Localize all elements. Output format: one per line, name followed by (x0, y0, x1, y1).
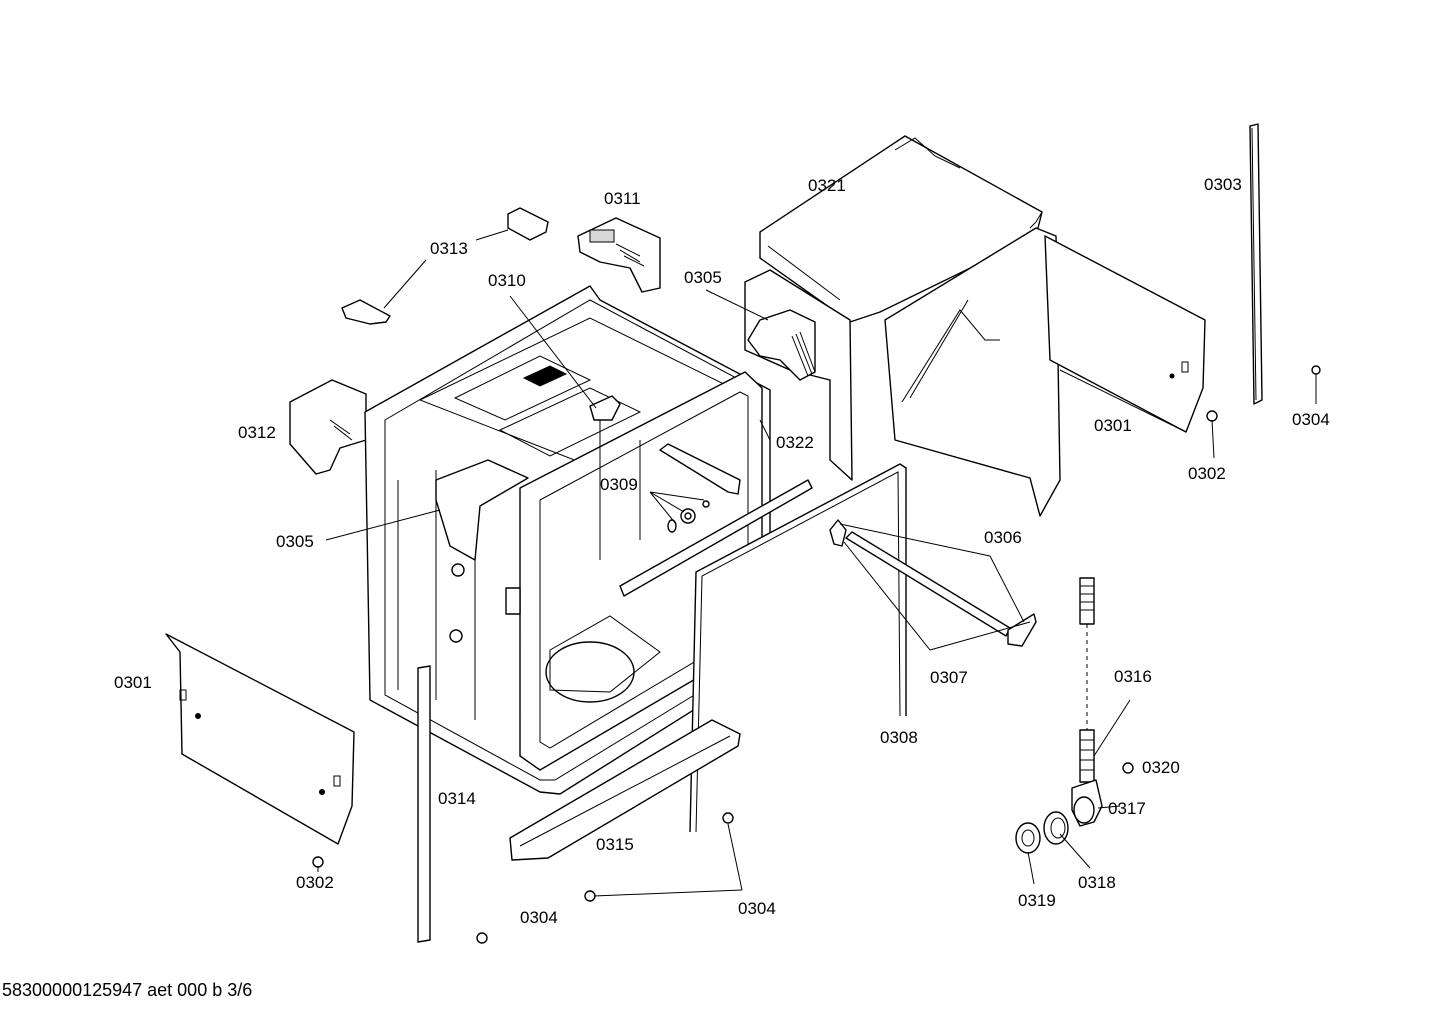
part-0316-hose (1071, 577, 1103, 827)
part-0301-left-panel (165, 633, 355, 845)
callout-0321: 0321 (808, 176, 846, 195)
part-0314-vertical-seal (417, 665, 431, 943)
callout-0301-left: 0301 (114, 673, 152, 692)
screw-0304-right (1311, 365, 1321, 375)
callout-0313: 0313 (430, 239, 468, 258)
callout-0317: 0317 (1108, 799, 1146, 818)
part-0308-tubular-seal (689, 463, 907, 833)
callout-0305-top: 0305 (684, 268, 722, 287)
callout-0304-bottom-right: 0304 (738, 899, 776, 918)
screw-0302-right (1206, 410, 1218, 422)
callout-0307: 0307 (930, 668, 968, 687)
screw-0320 (1122, 762, 1134, 774)
callout-0304-right: 0304 (1292, 410, 1330, 429)
leader-lines (317, 229, 1317, 897)
part-0309-hinge (659, 443, 741, 533)
part-0305-upper-bracket (744, 269, 853, 481)
callout-0316: 0316 (1114, 667, 1152, 686)
screw-0304-bottom-b (584, 890, 596, 902)
callout-0320: 0320 (1142, 758, 1180, 777)
callout-0309: 0309 (600, 475, 638, 494)
part-0319-cap (1015, 822, 1041, 854)
screw-0304-bottom-c (476, 932, 488, 944)
callout-labels: 0301 0301 0302 0302 0303 0304 0304 0304 … (114, 175, 1330, 927)
callout-0303: 0303 (1204, 175, 1242, 194)
part-0312-side-connector (289, 379, 367, 475)
callout-0305-left: 0305 (276, 532, 314, 551)
part-0301-right-side-panel (884, 227, 1206, 517)
document-code: 58300000125947 aet 000 b 3/6 (2, 980, 253, 1000)
part-0315-bottom-rail (509, 719, 741, 861)
part-0303-seal-strip (1249, 123, 1263, 405)
callout-0310: 0310 (488, 271, 526, 290)
part-0313-brackets (341, 207, 549, 325)
callout-0304-bottom-left: 0304 (520, 908, 558, 927)
callout-0312: 0312 (238, 423, 276, 442)
part-0322-seal-bar (619, 479, 813, 597)
screw-0302-left (312, 856, 324, 868)
callout-0319: 0319 (1018, 891, 1056, 910)
callout-0302-right: 0302 (1188, 464, 1226, 483)
callout-0306: 0306 (984, 528, 1022, 547)
callout-0302-left: 0302 (296, 873, 334, 892)
callout-0301-right: 0301 (1094, 416, 1132, 435)
part-0321-top-cover (759, 135, 1043, 323)
callout-0308: 0308 (880, 728, 918, 747)
part-0311-connector-block (577, 217, 661, 293)
callout-0315: 0315 (596, 835, 634, 854)
callout-0322: 0322 (776, 433, 814, 452)
callout-0318: 0318 (1078, 873, 1116, 892)
screw-0304-bottom-a (722, 812, 734, 824)
callout-0314: 0314 (438, 789, 476, 808)
callout-0311: 0311 (604, 189, 641, 208)
